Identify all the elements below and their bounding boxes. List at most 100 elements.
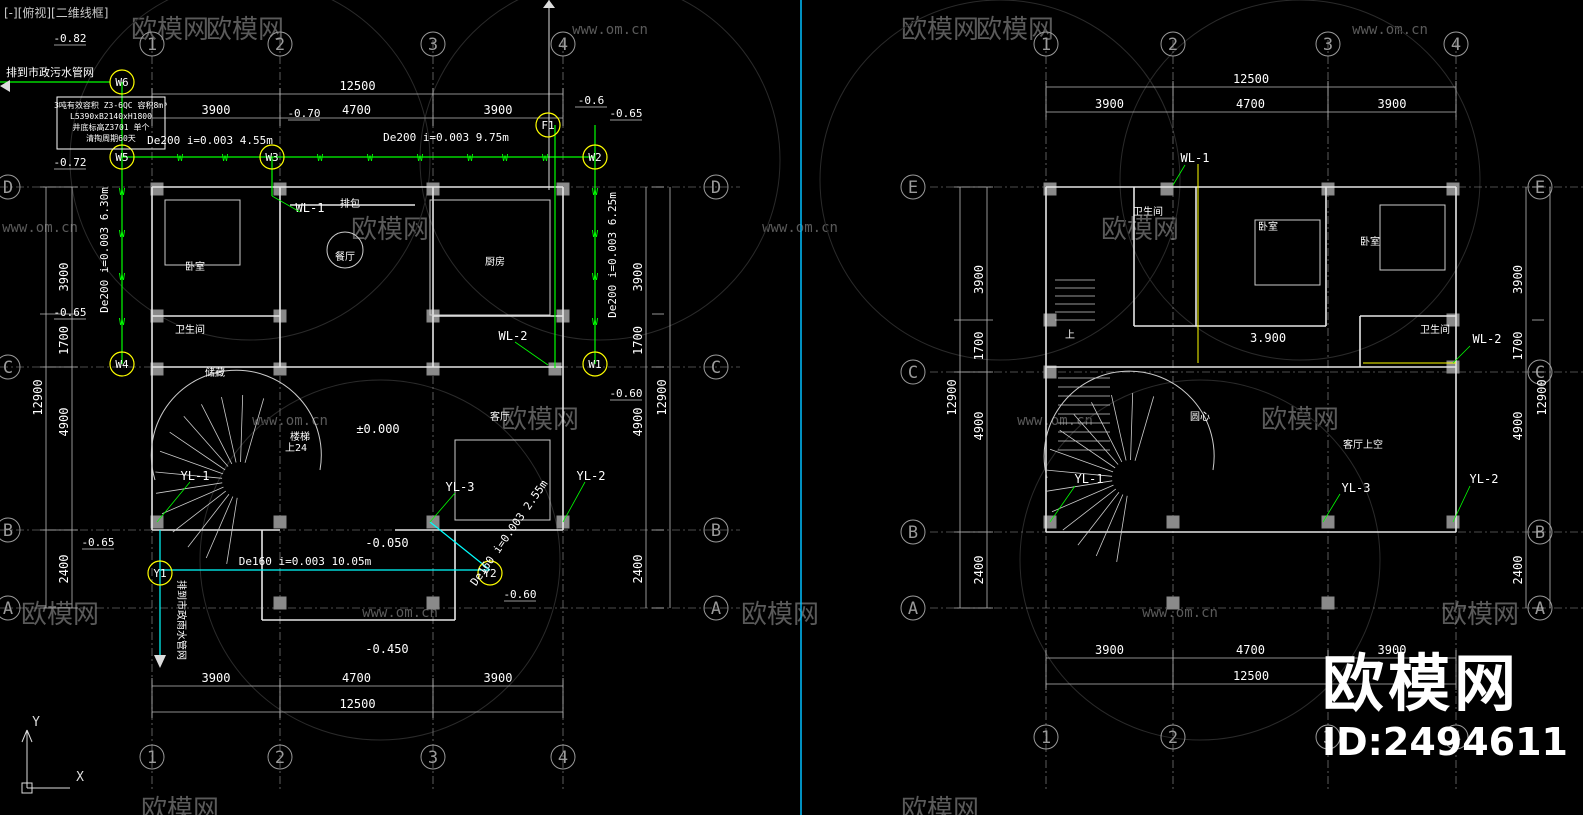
axis-bubble [420,744,446,770]
axis-letter: A [908,599,918,619]
riser-leader [1172,164,1186,186]
dim-span-bottom: 4700 [1236,643,1265,657]
well-y2[interactable] [477,560,503,586]
axis-bubble [1527,595,1553,621]
axis-bubble [1160,724,1186,750]
axis-letter: B [1535,523,1545,543]
viewport-controls-label[interactable]: [-][俯视][二维线框] [4,6,109,20]
ucs-arrow [21,729,28,743]
axis-bubble [1527,174,1553,200]
axis-bubble [703,517,729,543]
room-label: 卧室 [1258,220,1278,233]
dim-span-side: 3900 [57,263,71,292]
level-marker: -0.050 [365,536,408,550]
well-id: W3 [265,151,278,164]
dim-total-bottom: 12500 [339,697,375,711]
dim-span-side: 4900 [631,408,645,437]
well-w3[interactable] [259,144,285,170]
watermark-brand: 欧模网 [21,600,99,630]
brand-overlay: 欧模网 ID:2494611 [1322,647,1568,765]
well-y1[interactable] [147,560,173,586]
axis-number: 1 [147,748,157,768]
pipe-spec-label: De200 i=0.003 9.75m [383,131,509,144]
kitchen-counter [429,199,551,316]
axis-letter: A [1535,599,1545,619]
septic-note-line: 井底标高Z3701 单个 [73,122,150,132]
stair-tread [187,493,230,548]
dim-span-side: 4900 [57,408,71,437]
watermark-brand: 欧模网 [1101,215,1179,245]
stair-tread [1045,480,1113,492]
axis-bubble [1443,31,1469,57]
stair-note: 上24 [285,442,307,454]
riser-leader [1452,485,1471,523]
stair-tread [226,497,238,565]
axis-letter: E [908,178,918,198]
riser-label: YL-3 [446,480,475,494]
axis-bubble [703,354,729,380]
outlet-text: 排到市政污水管网 [6,65,94,79]
dim-span-side: 4900 [1511,412,1525,441]
well-w5[interactable] [109,144,135,170]
dim-span-side: 1700 [57,326,71,355]
well-w6[interactable] [109,69,135,95]
pipe-w-mark: W [177,153,184,164]
septic-tank-note [56,96,166,150]
room-label: 卧室 [185,260,205,273]
stair-tread [221,396,237,463]
watermark-brand: 欧模网 [901,15,979,45]
septic-note-line: 3吨有效容积 Z3-6QC 容积8m³ [54,100,168,110]
well-f1[interactable] [535,112,561,138]
stair-tread [1051,484,1114,513]
axis-bubble [0,354,21,380]
axis-letter: C [3,358,13,378]
pipe-w-mark: W [317,153,324,164]
well-w2[interactable] [582,144,608,170]
axis-letter: C [1535,363,1545,383]
column [150,182,164,196]
axis-number: 4 [558,35,568,55]
brand-name: 欧模网 [1322,647,1521,720]
column [273,596,287,610]
well-w4[interactable] [109,351,135,377]
watermark-brand: 欧模网 [901,795,979,815]
dim-span-bottom: 3900 [202,671,231,685]
axis-number: 3 [428,748,438,768]
pipe-w-mark: W [592,187,599,198]
dim-total-side: 12900 [945,379,959,415]
well-id: W4 [115,358,129,371]
ucs-icon: YX [21,715,84,794]
pipe-w-mark: W [502,153,509,164]
stair-tread [161,486,224,515]
well-id: W1 [588,358,601,371]
axis-bubble [550,31,576,57]
dim-total-top: 12500 [339,79,375,93]
watermark-circle [419,0,781,341]
axis-bubble [0,595,21,621]
watermark-brand: 欧模网 [206,15,284,45]
riser-leader [271,195,301,213]
axis-bubble [703,595,729,621]
pipe-w-mark: W [119,229,126,240]
ucs-x-label: X [76,770,84,785]
pipe-w-mark: W [222,153,229,164]
axis-letter: D [3,178,13,198]
riser-leader [429,492,456,523]
riser-label: YL-2 [1470,472,1499,486]
well-elevation: -0.82 [53,32,86,45]
axis-letter: C [908,363,918,383]
well-id: W6 [115,76,128,89]
axis-bubble [1033,31,1059,57]
well-w1[interactable] [582,351,608,377]
axis-letter: A [3,599,13,619]
stair-tread [172,490,227,533]
well-id: Y2 [483,567,496,580]
watermark-site: www.om.cn [362,605,438,621]
watermark-circle [1019,379,1381,741]
riser-label: YL-1 [181,469,210,483]
riser-leader [562,481,586,523]
dim-span-top: 3900 [484,103,513,117]
